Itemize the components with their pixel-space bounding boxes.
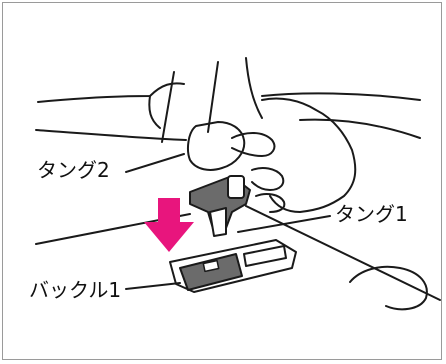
- seat-edge-right: [349, 265, 428, 311]
- leader-buckle1: [125, 282, 181, 290]
- label-tongue1: タング1: [334, 202, 409, 226]
- label-tongue2: タング2: [36, 158, 111, 182]
- buckle1-slot: [202, 259, 220, 273]
- belt-webbing: [161, 61, 219, 143]
- hand-finger-2: [251, 167, 285, 191]
- seat-right-contour-2: [299, 118, 421, 139]
- buckle1-housing: [179, 253, 243, 291]
- push-arrow: [144, 198, 194, 252]
- tongue2-plate: [187, 121, 246, 171]
- push-arrow-shaft: [158, 198, 180, 224]
- push-arrow-head: [144, 222, 194, 252]
- label-buckle1: バックル1: [28, 278, 123, 302]
- seat-right-contour: [261, 92, 421, 101]
- tongue-tip: [209, 207, 227, 237]
- hand-finger-1: [231, 132, 276, 157]
- tongue-slot: [227, 175, 245, 199]
- hand-finger-3: [255, 193, 286, 213]
- seat-contour-lower: [35, 129, 187, 141]
- seat-back-curve: [148, 95, 161, 129]
- leader-tongue2: [125, 153, 185, 173]
- lap-belt-line-2: [245, 205, 441, 301]
- buckle2-housing: [243, 245, 287, 267]
- seat-contour-upper: [37, 82, 185, 103]
- buckle1-base: [169, 239, 297, 293]
- figure-frame: [2, 2, 442, 360]
- belt-webbing-back: [245, 57, 263, 119]
- hand-outline: [261, 97, 357, 213]
